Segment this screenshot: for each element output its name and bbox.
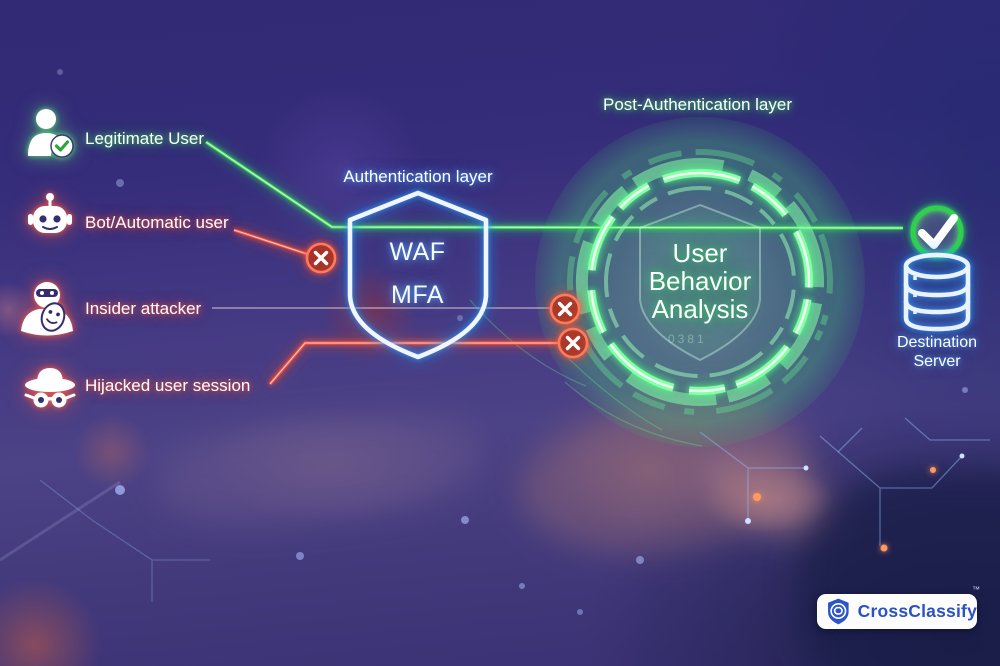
actor-label-bot: Bot/Automatic user (85, 213, 229, 232)
background-sleeve (800, 470, 1000, 666)
check-badge-icon (910, 205, 964, 259)
blocked-x-icon-insider (549, 293, 581, 325)
trademark-symbol: ™ (972, 585, 980, 594)
user-check-icon (28, 109, 74, 158)
auth-layer-title: Authentication layer (343, 167, 493, 186)
blocked-x-icon-bot (305, 242, 337, 274)
actor-label-insider: Insider attacker (85, 299, 202, 318)
ring-center-text: User Behavior Analysis (625, 239, 775, 323)
destination-label-line1: Destination (896, 334, 978, 351)
ring-text-line3: Analysis (651, 294, 749, 324)
brand-name: CrossClassify (857, 601, 977, 621)
circuit-traces (0, 299, 990, 602)
spy-hat-icon (24, 368, 76, 408)
post-auth-title: Post-Authentication layer (603, 95, 792, 114)
destination-label: Destination Server (882, 333, 992, 371)
blocked-x-icon-hijacked (557, 327, 589, 359)
brand-badge[interactable]: CrossClassify ™ (817, 585, 980, 629)
waf-label: WAF (389, 238, 446, 266)
ring-faint-digits: 0381 (668, 332, 707, 346)
flow-line-legitimate (205, 140, 904, 230)
actor-label-legitimate: Legitimate User (85, 129, 205, 148)
database-icon (903, 252, 971, 332)
flow-line-hijacked (268, 341, 558, 385)
crossclassify-shield-icon (828, 598, 849, 625)
destination-label-line2: Server (913, 353, 961, 370)
robot-icon (28, 193, 72, 233)
mfa-label: MFA (391, 281, 444, 309)
ring-text-line2: Behavior (648, 266, 752, 296)
inner-shield-icon (639, 203, 761, 362)
actor-label-hijacked: Hijacked user session (85, 376, 251, 395)
ring-text-line1: User (672, 238, 728, 268)
post-auth-ring (567, 149, 833, 415)
flow-line-bot (233, 228, 308, 256)
masked-attacker-icon (21, 282, 73, 336)
auth-shield-icon (347, 190, 489, 360)
